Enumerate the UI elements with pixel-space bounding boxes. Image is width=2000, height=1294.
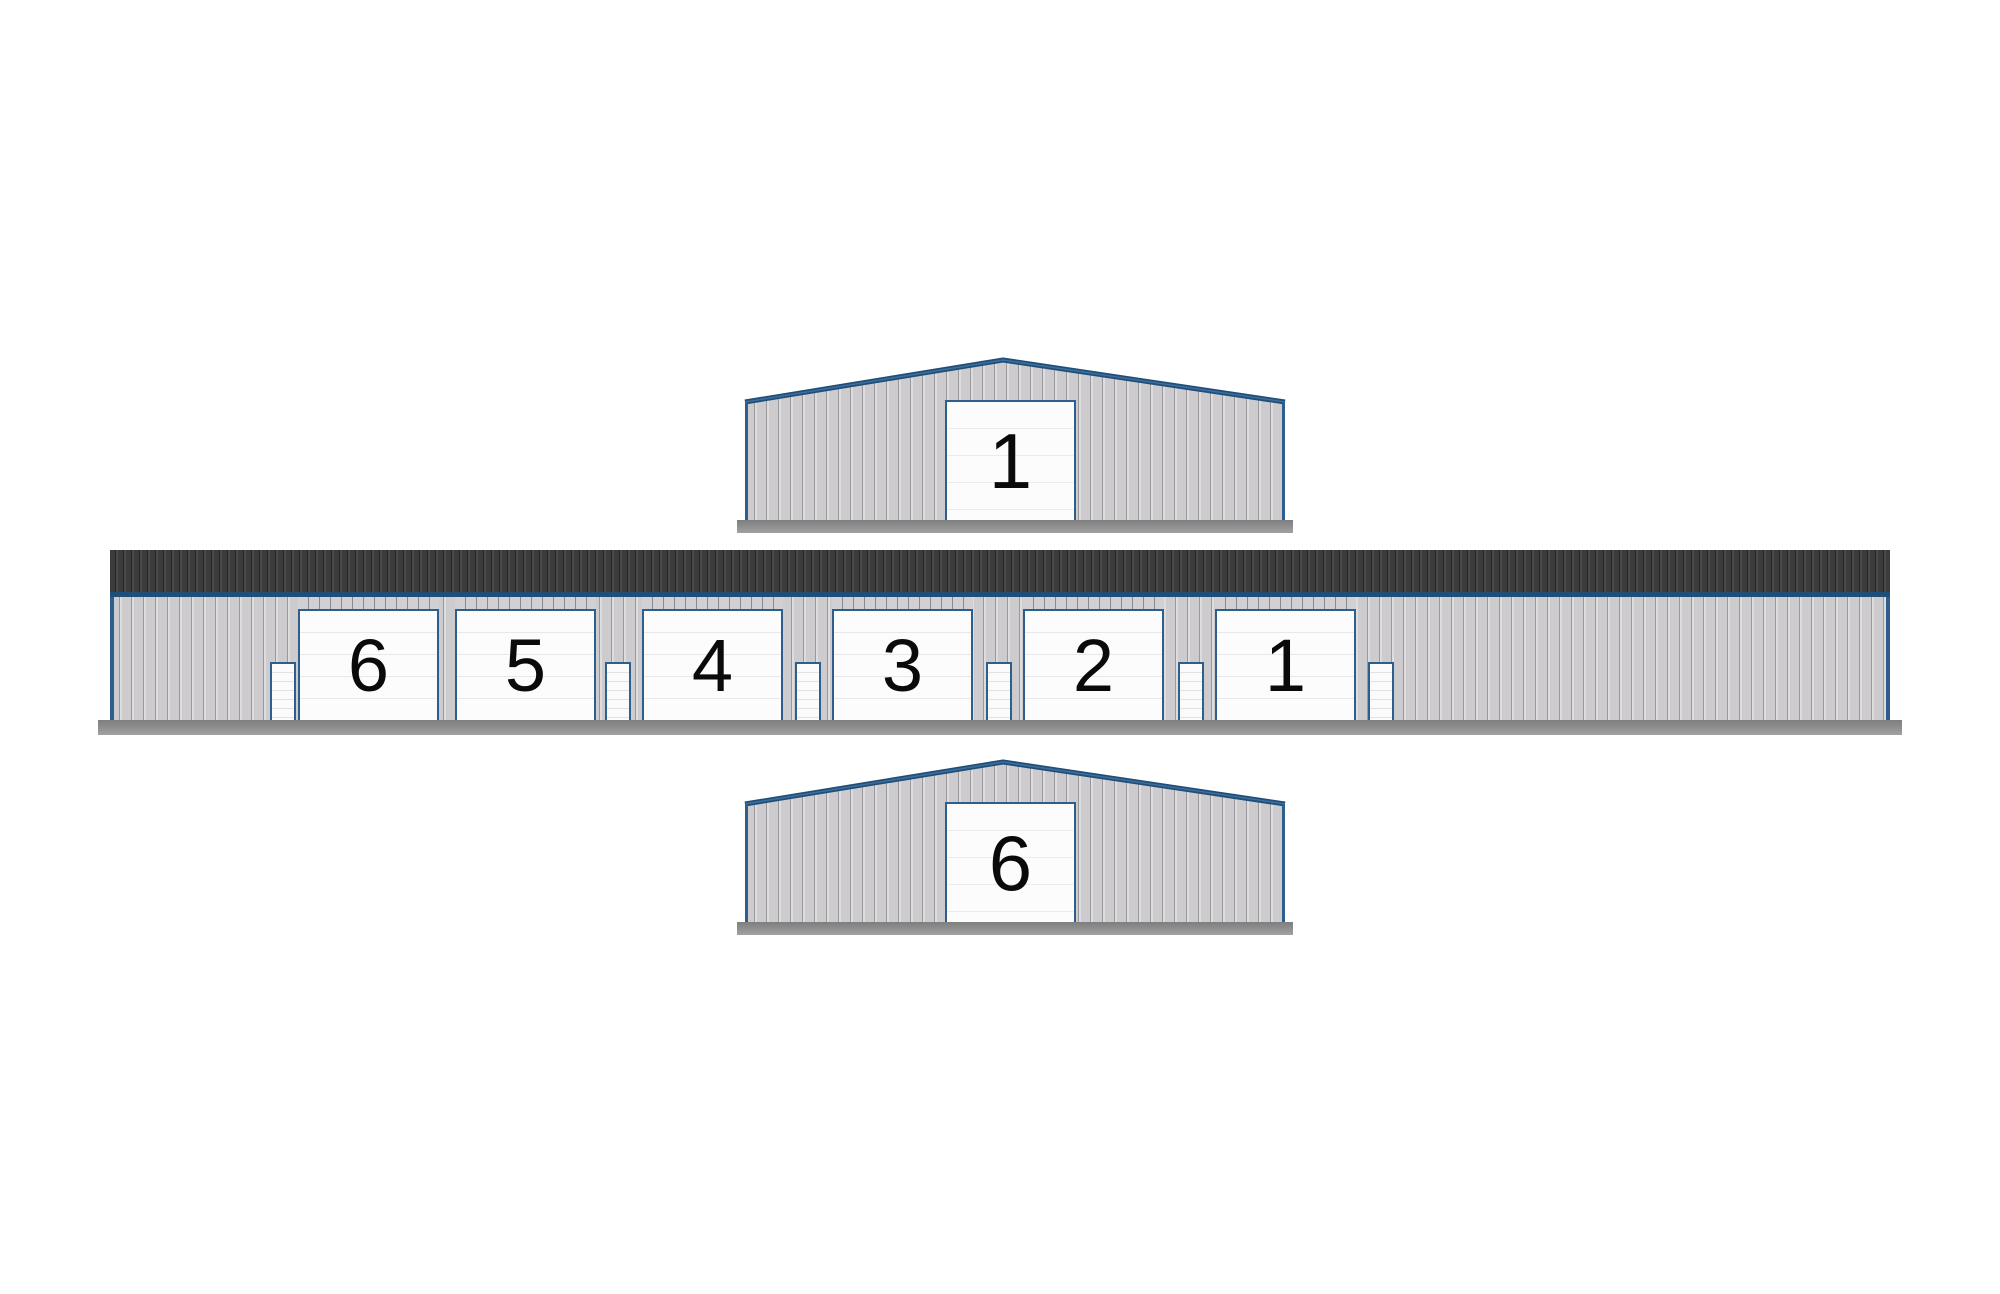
door-number-label: 1 — [1264, 623, 1307, 707]
bottom-gable-elevation: 6 — [737, 759, 1293, 935]
door-number-label: 6 — [988, 819, 1033, 907]
overhead-door-5[interactable]: 5 — [455, 609, 596, 722]
corner-trim-left — [110, 597, 114, 722]
eave-trim-line — [110, 592, 1890, 597]
door-number-label: 2 — [1072, 623, 1115, 707]
main-side-elevation: 6 5 4 3 2 1 — [98, 550, 1902, 740]
roof-fascia-band — [110, 550, 1890, 592]
door-number-label: 4 — [691, 623, 734, 707]
pedestrian-door-4[interactable] — [795, 662, 821, 722]
gable-roof-line — [744, 759, 1286, 924]
door-number-label: 3 — [881, 623, 924, 707]
gable-overhead-door-6[interactable]: 6 — [945, 802, 1076, 924]
gable-overhead-door-1[interactable]: 1 — [945, 400, 1076, 522]
pedestrian-door-3[interactable] — [986, 662, 1012, 722]
pedestrian-door-2[interactable] — [1178, 662, 1204, 722]
door-number-label: 6 — [347, 623, 390, 707]
overhead-door-1[interactable]: 1 — [1215, 609, 1356, 722]
gable-base-slab — [737, 520, 1293, 533]
overhead-door-6[interactable]: 6 — [298, 609, 439, 722]
corner-trim-right — [1886, 597, 1890, 722]
top-gable-elevation: 1 — [737, 357, 1293, 533]
overhead-door-4[interactable]: 4 — [642, 609, 783, 722]
pedestrian-door-5[interactable] — [605, 662, 631, 722]
gable-roof-line — [744, 357, 1286, 522]
pedestrian-door-1[interactable] — [1368, 662, 1394, 722]
overhead-door-3[interactable]: 3 — [832, 609, 973, 722]
door-number-label: 1 — [988, 417, 1033, 505]
pedestrian-door-6[interactable] — [270, 662, 296, 722]
overhead-door-2[interactable]: 2 — [1023, 609, 1164, 722]
door-number-label: 5 — [504, 623, 547, 707]
gable-base-slab — [737, 922, 1293, 935]
side-base-slab — [98, 720, 1902, 735]
